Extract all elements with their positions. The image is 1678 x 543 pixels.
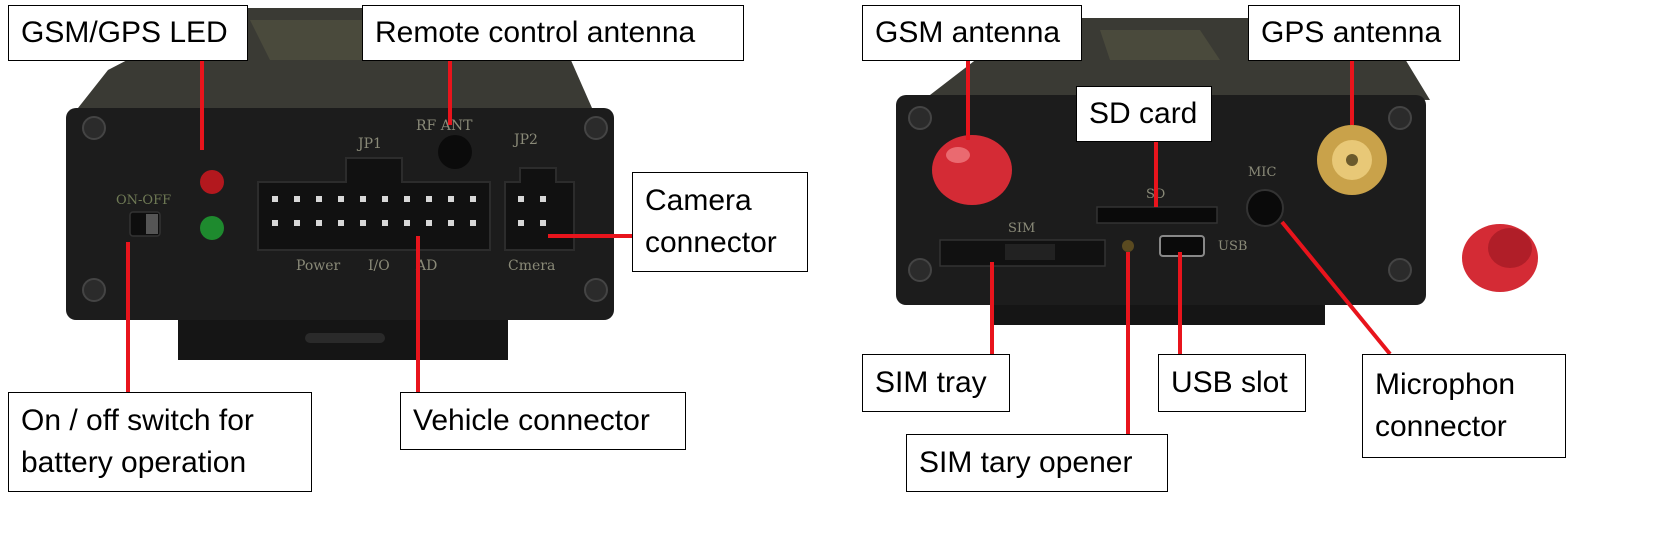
label-microphone-connector: Microphon connector [1362,354,1566,458]
jp1-pin-grid [272,196,476,226]
silk-rf-ant: RF ANT [416,118,473,134]
silk-usb: USB [1218,239,1247,254]
connector-pin [272,196,278,202]
connector-pin [448,196,454,202]
left-device-bracket-slot [305,333,385,343]
left-gps-tracker: ON-OFF JP1 JP2 RF ANT Power I/O AD Cmera [66,8,614,360]
connector-pin [360,196,366,202]
screw-icon [82,278,106,302]
connector-pin [294,196,300,202]
label-gsm-antenna: GSM antenna [862,5,1082,61]
connector-pin [382,196,388,202]
label-usb-slot: USB slot [1158,354,1306,412]
screw-icon [584,116,608,140]
leader-lines [126,60,1392,434]
connector-pin [404,220,410,226]
connector-pin [470,220,476,226]
screw-icon [82,116,106,140]
silk-mic: MIC [1248,165,1276,180]
connector-pin [338,196,344,202]
label-sim-tray-opener: SIM tary opener [906,434,1168,492]
silk-sim: SIM [1008,221,1035,236]
sim-tray-opener-hole [1122,240,1134,252]
gsm-antenna-cap [932,135,1012,205]
label-camera-connector: Camera connector [632,172,808,272]
jp2-pin-grid [518,196,546,226]
connector-pin [470,196,476,202]
connector-pin [294,220,300,226]
connector-pin [540,220,546,226]
green-led-icon [200,216,224,240]
sd-card-slot [1096,206,1218,224]
connector-pin [316,220,322,226]
label-gsm-gps-led: GSM/GPS LED [8,5,248,61]
gsm-antenna-cap-highlight [946,147,970,163]
right-device-mount-bracket [990,305,1325,325]
connector-pin [404,196,410,202]
connector-pin [426,220,432,226]
leader-microphone-connector [1280,220,1392,356]
loose-antenna-cap-opening [1488,228,1532,268]
label-vehicle-connector: Vehicle connector [400,392,686,450]
switch-knob [146,214,158,234]
screw-icon [1388,106,1412,130]
red-led-icon [200,170,224,194]
sim-tray-inner [1005,244,1055,260]
rf-antenna-port [438,135,472,169]
connector-pin [338,220,344,226]
silk-on-off: ON-OFF [116,193,171,208]
screw-icon [584,278,608,302]
screw-icon [908,106,932,130]
silk-power: Power [296,258,341,274]
silk-ad: AD [415,258,437,274]
label-on-off-switch: On / off switch for battery operation [8,392,312,492]
connector-pin [426,196,432,202]
silk-jp1: JP1 [356,136,382,152]
label-remote-control-antenna: Remote control antenna [362,5,744,61]
silk-cmera: Cmera [508,258,555,274]
silk-jp2: JP2 [512,132,538,148]
label-sd-card: SD card [1076,86,1212,142]
screw-icon [908,258,932,282]
connector-pin [272,220,278,226]
connector-pin [540,196,546,202]
silk-io: I/O [368,258,390,274]
connector-pin [360,220,366,226]
connector-pin [382,220,388,226]
jp1-vehicle-connector [257,157,491,251]
microphone-jack [1246,189,1284,227]
label-gps-antenna: GPS antenna [1248,5,1460,61]
jp2-camera-connector [504,167,575,251]
connector-pin [316,196,322,202]
connector-pin [448,220,454,226]
connector-pin [518,220,524,226]
connector-pin [518,196,524,202]
right-device-logo-area [1100,30,1220,60]
screw-icon [1388,258,1412,282]
gps-antenna-pin [1346,154,1358,166]
label-sim-tray: SIM tray [862,354,1010,412]
